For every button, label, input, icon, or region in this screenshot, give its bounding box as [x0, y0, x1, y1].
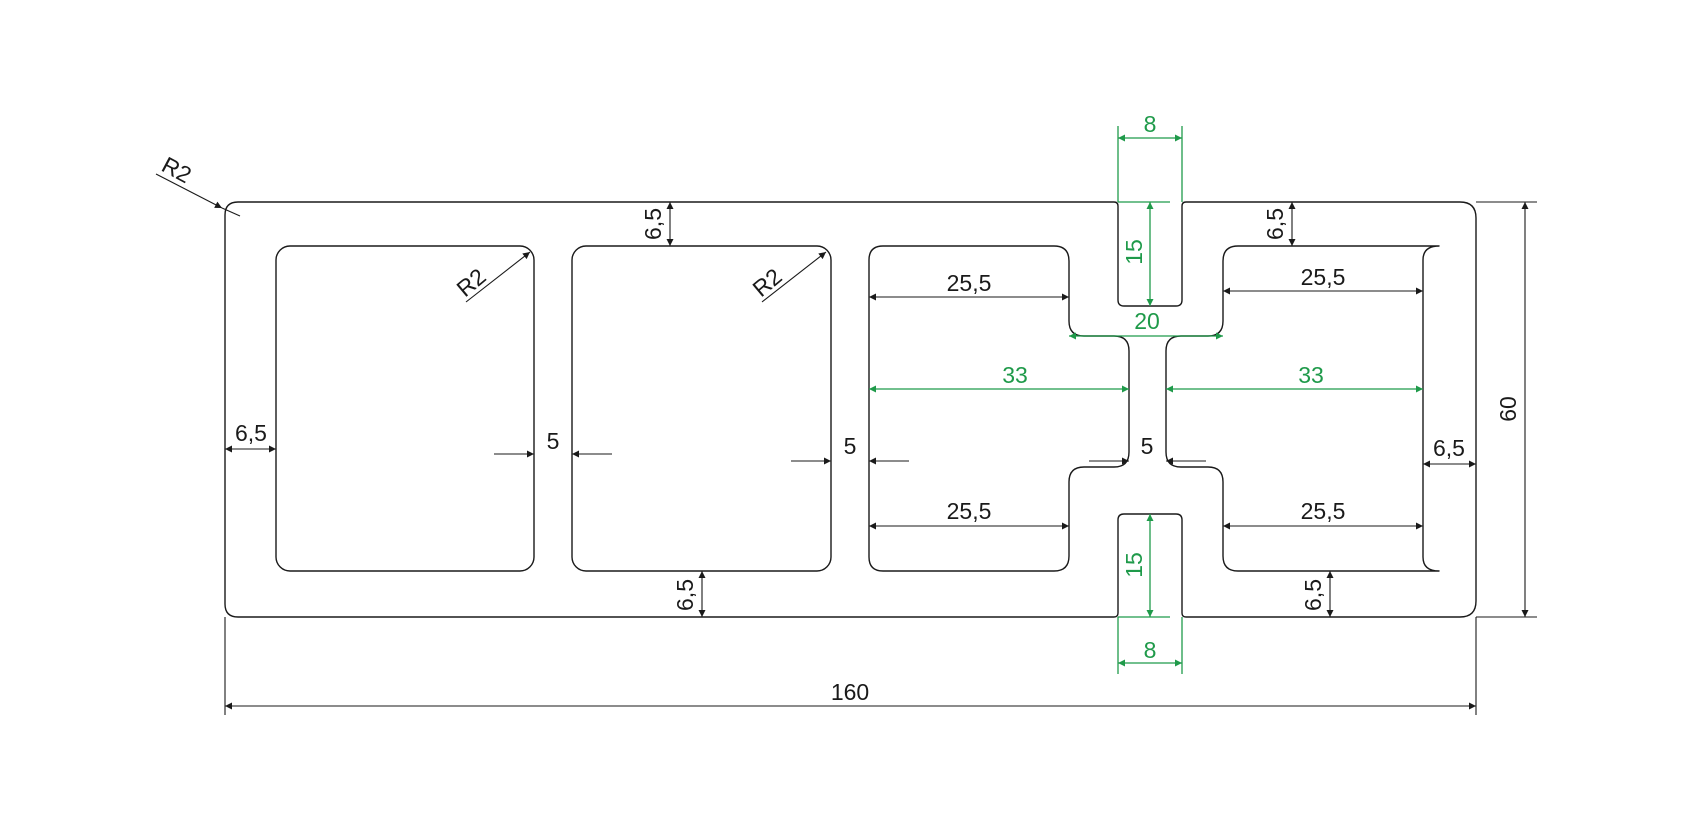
chamber-2 — [571, 245, 832, 572]
dim-web-center: 5 — [1089, 433, 1206, 465]
chamber-4 — [1165, 245, 1440, 572]
dim-chamber3-mid-label: 33 — [1002, 362, 1028, 388]
radius-chamber1-label: R2 — [452, 263, 491, 302]
dim-slot-depth-top-label: 15 — [1121, 239, 1147, 265]
dim-web-1-label: 5 — [547, 428, 560, 454]
radius-chamber2-callout: R2 — [748, 251, 827, 303]
dim-wall-bottom-right-label: 6,5 — [1300, 579, 1326, 611]
dim-overall-height: 60 — [1476, 201, 1537, 618]
dim-chamber4-mid-label: 33 — [1298, 362, 1324, 388]
dim-wall-left: 6,5 — [225, 420, 276, 453]
dim-neck-width-label: 20 — [1134, 308, 1160, 334]
dim-wall-top-right-label: 6,5 — [1262, 208, 1288, 240]
radius-chamber1-callout: R2 — [452, 251, 531, 303]
profile-outer-outline — [224, 201, 1477, 618]
dim-chamber4-bottom: 25,5 — [1223, 498, 1423, 530]
chamber-1 — [275, 245, 535, 572]
dim-wall-top: 6,5 — [640, 202, 674, 246]
dim-chamber3-mid: 33 — [869, 362, 1129, 393]
dim-chamber4-bottom-label: 25,5 — [1301, 498, 1346, 524]
dim-chamber4-top-label: 25,5 — [1301, 264, 1346, 290]
radius-outer-label: R2 — [158, 151, 196, 188]
dim-web-2: 5 — [791, 433, 909, 465]
dim-wall-bottom-left-label: 6,5 — [672, 579, 698, 611]
dim-slot-width-top-label: 8 — [1144, 111, 1157, 137]
dim-slot-depth-top: 15 — [1118, 201, 1170, 306]
dim-wall-right-label: 6,5 — [1433, 435, 1465, 461]
dim-web-center-label: 5 — [1141, 433, 1154, 459]
dim-slot-width-bottom: 8 — [1117, 617, 1183, 674]
dim-wall-bottom-right: 6,5 — [1300, 571, 1334, 617]
dim-chamber3-bottom-label: 25,5 — [947, 498, 992, 524]
dim-chamber3-top-label: 25,5 — [947, 270, 992, 296]
dim-overall-width: 160 — [224, 617, 1477, 715]
dim-slot-width-top: 8 — [1117, 111, 1183, 202]
dim-slot-depth-bottom-label: 15 — [1121, 552, 1147, 578]
dim-wall-top-right: 6,5 — [1262, 202, 1296, 246]
dim-wall-right: 6,5 — [1423, 435, 1476, 468]
dim-neck-width: 20 — [1069, 308, 1223, 340]
dim-wall-top-label: 6,5 — [640, 208, 666, 240]
dim-chamber4-mid: 33 — [1166, 362, 1423, 393]
dim-wall-left-label: 6,5 — [235, 420, 267, 446]
dim-web-2-label: 5 — [844, 433, 857, 459]
dim-overall-width-label: 160 — [831, 679, 869, 705]
radius-chamber2-label: R2 — [748, 263, 787, 302]
dim-slot-depth-bottom: 15 — [1118, 514, 1170, 618]
chamber-3 — [868, 245, 1130, 572]
dim-chamber3-bottom: 25,5 — [869, 498, 1069, 530]
dim-web-1: 5 — [494, 428, 612, 458]
dim-overall-height-label: 60 — [1495, 396, 1521, 422]
dim-chamber4-top: 25,5 — [1223, 264, 1423, 295]
dim-wall-bottom-left: 6,5 — [672, 571, 706, 617]
dim-slot-width-bottom-label: 8 — [1144, 637, 1157, 663]
dim-chamber3-top: 25,5 — [869, 270, 1069, 301]
